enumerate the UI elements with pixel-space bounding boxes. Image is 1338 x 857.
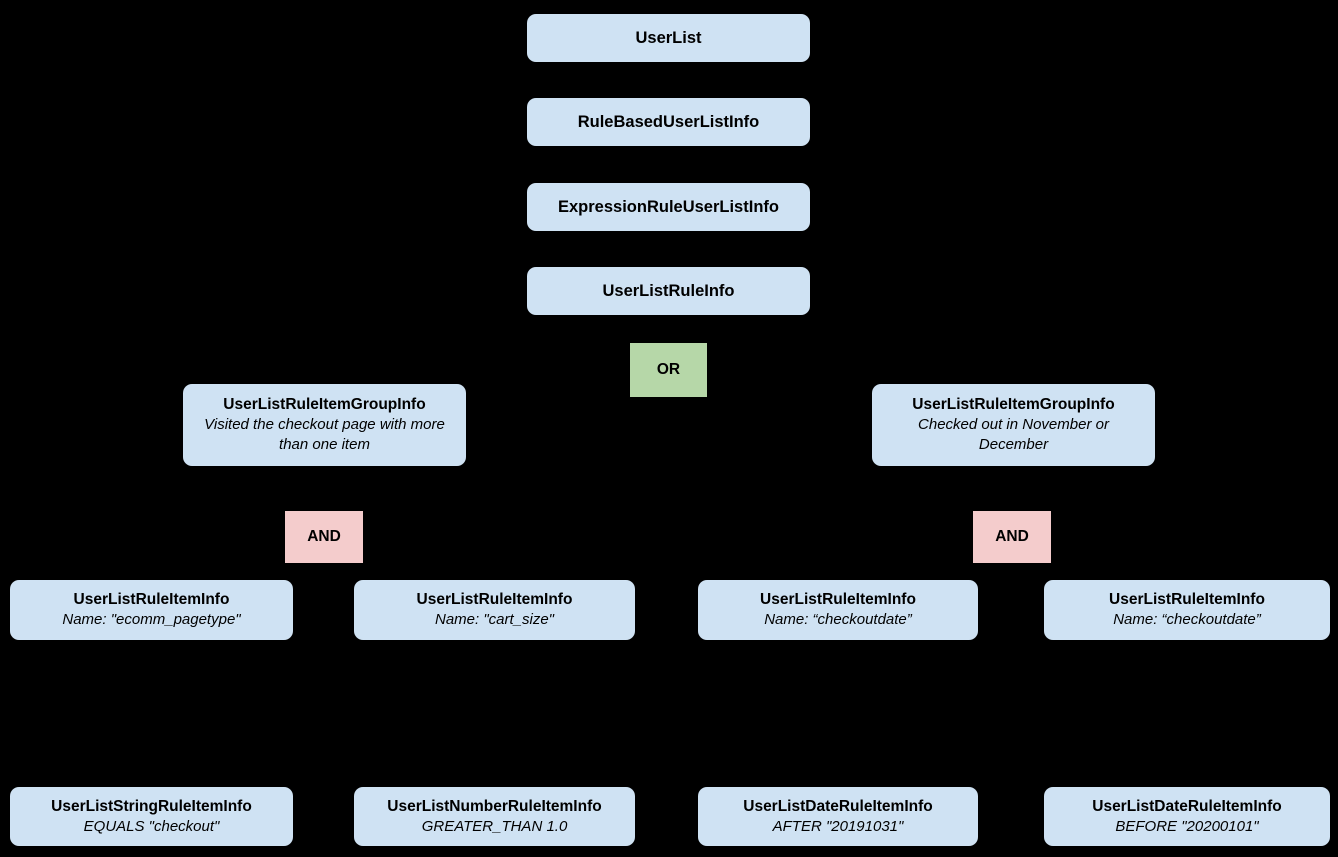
node-dateruleitem-after: UserListDateRuleItemInfo AFTER "20191031… (698, 787, 978, 846)
node-ruleitem-cart-size: UserListRuleItemInfo Name: "cart_size" (354, 580, 635, 640)
or-operator-node: OR (630, 343, 707, 397)
node-userlistruleinfo: UserListRuleInfo (527, 267, 810, 315)
ruleitem-2-detail: Name: "cart_size" (434, 611, 555, 628)
node-dateruleitem-before: UserListDateRuleItemInfo BEFORE "2020010… (1044, 787, 1330, 846)
node-ruleitem-checkoutdate-2: UserListRuleItemInfo Name: “checkoutdate… (1044, 580, 1330, 640)
node-ruleitemgroup-left: UserListRuleItemGroupInfo Visited the ch… (183, 384, 466, 466)
group-right-title: UserListRuleItemGroupInfo (912, 396, 1115, 413)
operand-1-detail: EQUALS "checkout" (83, 817, 220, 835)
node-expressionruleuserlistinfo-label: ExpressionRuleUserListInfo (558, 198, 779, 216)
ruleitem-3-detail: Name: “checkoutdate” (764, 611, 912, 628)
operand-2-title: UserListNumberRuleItemInfo (387, 797, 602, 815)
node-numberruleitem: UserListNumberRuleItemInfo GREATER_THAN … (354, 787, 635, 846)
ruleitem-3-title: UserListRuleItemInfo (760, 591, 916, 608)
group-right-description: Checked out in November or December (918, 416, 1109, 453)
operand-4-detail: BEFORE "20200101" (1115, 817, 1259, 835)
group-left-title: UserListRuleItemGroupInfo (223, 396, 426, 413)
operand-3-detail: AFTER "20191031" (772, 817, 904, 835)
ruleitem-1-detail: Name: "ecomm_pagetype" (62, 611, 241, 628)
node-userlist: UserList (527, 14, 810, 62)
ruleitem-2-title: UserListRuleItemInfo (416, 591, 573, 608)
node-userlist-label: UserList (635, 29, 702, 47)
node-ruleitemgroup-right: UserListRuleItemGroupInfo Checked out in… (872, 384, 1155, 466)
node-rulebaseduserlistinfo-label: RuleBasedUserListInfo (577, 113, 760, 131)
operand-2-detail: GREATER_THAN 1.0 (421, 817, 568, 835)
operand-4-title: UserListDateRuleItemInfo (1092, 797, 1282, 815)
node-stringruleitem: UserListStringRuleItemInfo EQUALS "check… (10, 787, 293, 846)
operand-3-title: UserListDateRuleItemInfo (743, 797, 933, 815)
group-left-description: Visited the checkout page with more than… (204, 416, 445, 453)
ruleitem-4-detail: Name: “checkoutdate” (1113, 611, 1261, 628)
node-ruleitem-ecomm-pagetype: UserListRuleItemInfo Name: "ecomm_pagety… (10, 580, 293, 640)
operand-1-title: UserListStringRuleItemInfo (51, 797, 252, 815)
node-expressionruleuserlistinfo: ExpressionRuleUserListInfo (527, 183, 810, 231)
ruleitem-1-title: UserListRuleItemInfo (73, 591, 230, 608)
node-userlistruleinfo-label: UserListRuleInfo (602, 282, 735, 300)
and-operator-left-node: AND (285, 511, 363, 563)
ruleitem-4-title: UserListRuleItemInfo (1109, 591, 1265, 608)
node-rulebaseduserlistinfo: RuleBasedUserListInfo (527, 98, 810, 146)
node-ruleitem-checkoutdate-1: UserListRuleItemInfo Name: “checkoutdate… (698, 580, 978, 640)
and-operator-left-label: AND (307, 528, 341, 545)
and-operator-right-node: AND (973, 511, 1051, 563)
or-operator-label: OR (656, 361, 681, 378)
and-operator-right-label: AND (995, 528, 1029, 545)
